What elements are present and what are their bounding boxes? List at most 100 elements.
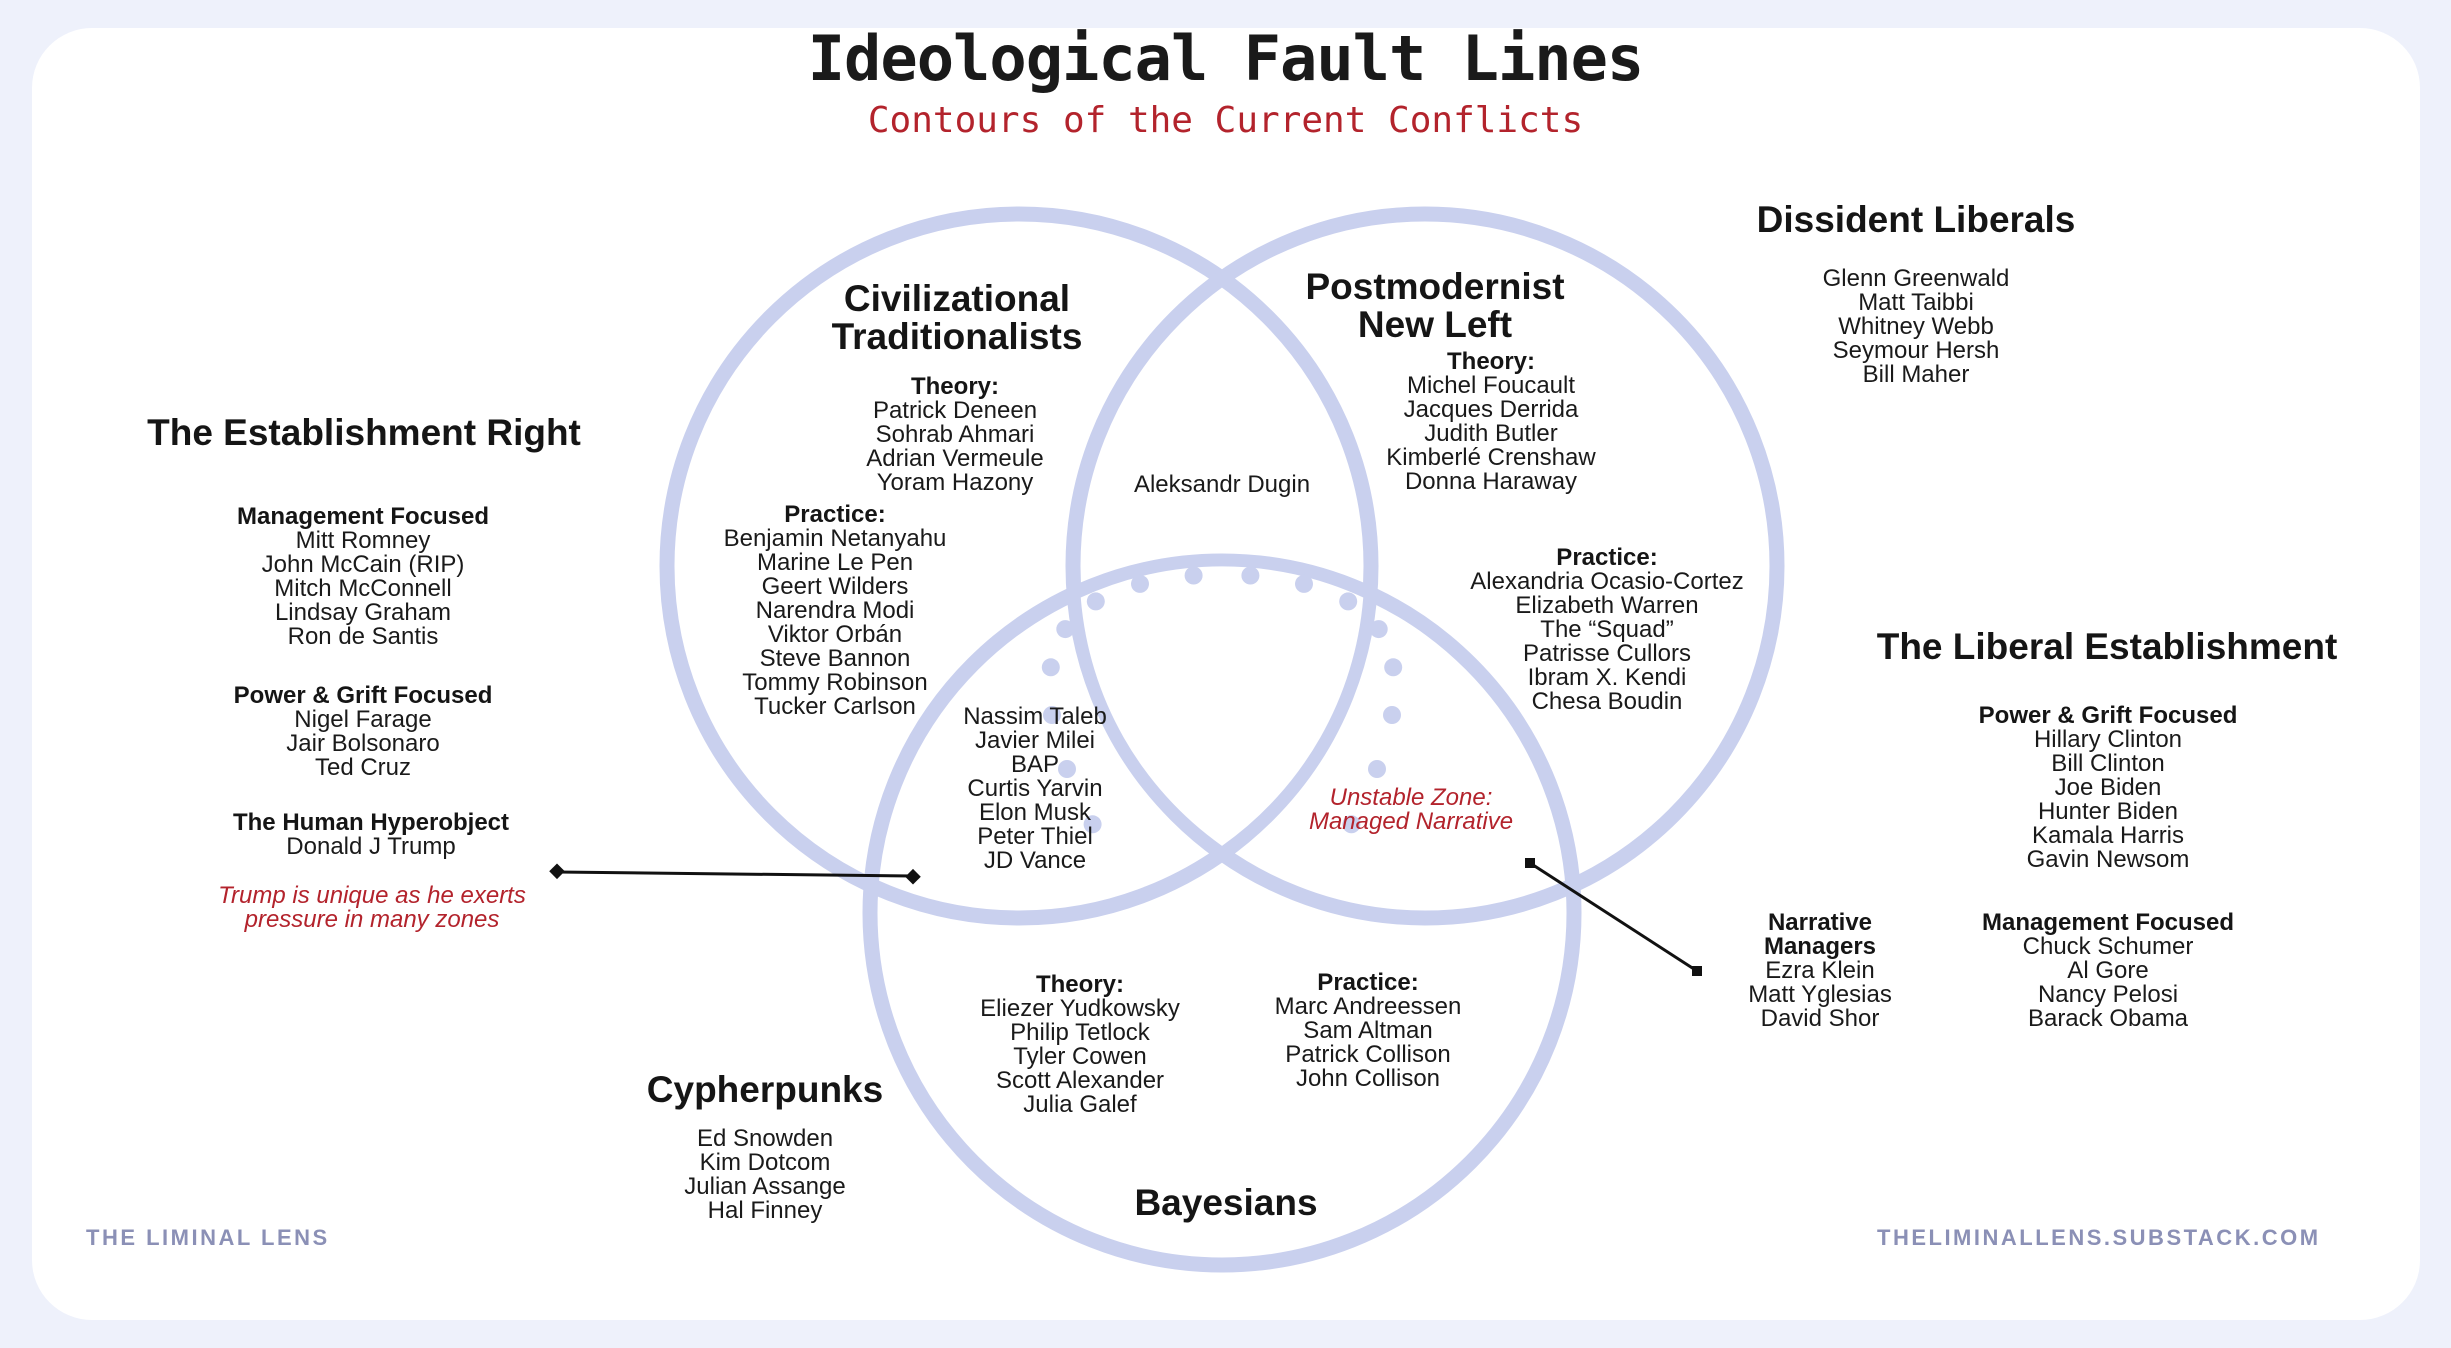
- trad-left-overlap: Aleksandr Dugin: [1134, 473, 1310, 497]
- list-item: John McCain (RIP): [261, 551, 465, 578]
- connector-trump: [549, 863, 921, 885]
- list-item: Kim Dotcom: [699, 1149, 831, 1176]
- list-item: Viktor Orbán: [767, 621, 903, 648]
- dissident-liberals-title: Dissident Liberals: [1756, 199, 2076, 240]
- list-item: Peter Thiel: [977, 823, 1093, 850]
- practice-label: Practice:: [1317, 969, 1419, 996]
- dot-mark: [1131, 574, 1149, 593]
- dot-mark: [1058, 760, 1076, 778]
- list-item: Jacques Derrida: [1403, 396, 1579, 423]
- list-item: Seymour Hersh: [1832, 337, 2000, 364]
- list-item: Jair Bolsonaro: [286, 730, 440, 757]
- list-item: Javier Milei: [974, 727, 1096, 754]
- civ-trad-theory: Theory: Patrick Deneen Sohrab Ahmari Adr…: [866, 375, 1043, 495]
- list-item: Michel Foucault: [1406, 372, 1576, 399]
- list-item: Marine Le Pen: [756, 549, 914, 576]
- list-item: Barack Obama: [2027, 1005, 2189, 1032]
- list-item: BAP: [1010, 751, 1060, 778]
- list-item: Bill Maher: [1862, 361, 1970, 388]
- list-item: Eliezer Yudkowsky: [980, 995, 1180, 1022]
- circle-bayesians: [862, 553, 1582, 1273]
- dot-mark: [1083, 815, 1102, 834]
- list-item: Tommy Robinson: [742, 669, 928, 696]
- list-item: Steve Bannon: [759, 645, 911, 672]
- civ-trad-practice: Practice: Benjamin Netanyahu Marine Le P…: [724, 503, 947, 719]
- dot-mark: [1339, 592, 1358, 611]
- list-item: Lindsay Graham: [274, 599, 452, 626]
- dot-mark: [1086, 592, 1105, 611]
- footer-brand: THE LIMINAL LENS: [86, 1225, 330, 1250]
- circle-postmodernist-new-left: [1065, 206, 1785, 926]
- list-item: Mitt Romney: [295, 527, 431, 554]
- pomo-title-line2: New Left: [1357, 304, 1513, 345]
- practice-label: Practice:: [1556, 544, 1658, 571]
- list-item: Yoram Hazony: [876, 469, 1034, 496]
- list-item: Judith Butler: [1424, 420, 1558, 447]
- theory-label: Theory:: [1035, 971, 1124, 998]
- dot-mark: [1295, 574, 1313, 593]
- establishment-right-grift: Power & Grift Focused Nigel Farage Jair …: [233, 682, 493, 781]
- cypherpunks-list: Ed Snowden Kim Dotcom Julian Assange Hal…: [684, 1127, 845, 1223]
- establishment-right-hyperobject: The Human Hyperobject Donald J Trump: [232, 809, 510, 860]
- list-item: Marc Andreessen: [1274, 993, 1462, 1020]
- list-item: Ibram X. Kendi: [1527, 664, 1687, 691]
- list-item: Nigel Farage: [294, 706, 432, 733]
- list-item: Tyler Cowen: [1013, 1043, 1147, 1070]
- list-item: Hal Finney: [707, 1197, 823, 1224]
- dot-mark: [1056, 620, 1075, 639]
- dissident-liberals-list: Glenn Greenwald Matt Taibbi Whitney Webb…: [1823, 267, 2010, 387]
- list-item: Ed Snowden: [696, 1125, 834, 1152]
- list-item: Donna Haraway: [1404, 468, 1578, 495]
- trump-note: Trump is unique as he exerts pressure in…: [218, 882, 526, 933]
- cypherpunks-title: Cypherpunks: [646, 1069, 884, 1110]
- pomo-practice: Practice: Alexandria Ocasio-Cortez Eliza…: [1470, 546, 1743, 714]
- list-item: Kamala Harris: [2031, 822, 2185, 849]
- liberal-establishment-management: Management Focused Chuck Schumer Al Gore…: [1981, 909, 2235, 1032]
- list-item: Julian Assange: [684, 1173, 846, 1200]
- list-item: Matt Yglesias: [1748, 981, 1892, 1008]
- list-item: Hunter Biden: [2037, 798, 2179, 825]
- list-item: Elizabeth Warren: [1515, 592, 1699, 619]
- civ-trad-title-line1: Civilizational: [843, 278, 1071, 319]
- theory-label: Theory:: [910, 373, 999, 400]
- list-item: Gavin Newsom: [2026, 846, 2190, 873]
- unstable-zone-dotted-outline: [1041, 566, 1403, 834]
- establishment-right-management: Management Focused Mitt Romney John McCa…: [236, 503, 490, 650]
- list-item: Alexandria Ocasio-Cortez: [1470, 568, 1744, 595]
- list-item: Donald J Trump: [286, 833, 456, 860]
- list-item: Joe Biden: [2054, 774, 2162, 801]
- establishment-right-title: The Establishment Right: [147, 412, 581, 453]
- list-item: David Shor: [1760, 1005, 1880, 1032]
- list-item: Scott Alexander: [995, 1067, 1165, 1094]
- list-item: Tucker Carlson: [754, 693, 916, 720]
- list-item: Al Gore: [2067, 957, 2149, 984]
- bayes-theory: Theory: Eliezer Yudkowsky Philip Tetlock…: [980, 973, 1180, 1117]
- list-item: Chesa Boudin: [1531, 688, 1683, 715]
- connector-narrative-managers: [1525, 858, 1702, 976]
- list-item: Mitch McConnell: [274, 575, 452, 602]
- practice-label: Practice:: [784, 501, 886, 528]
- list-item: Glenn Greenwald: [1822, 265, 2010, 292]
- list-item: Julia Galef: [1023, 1091, 1137, 1118]
- theory-label: Theory:: [1446, 348, 1536, 375]
- dot-mark: [1384, 658, 1403, 677]
- civ-trad-section: Civilizational Traditionalists: [832, 280, 1083, 356]
- list-item: Matt Taibbi: [1858, 289, 1974, 316]
- dot-mark: [1184, 566, 1203, 585]
- list-item: Sohrab Ahmari: [875, 421, 1035, 448]
- footer-url[interactable]: THELIMINALLENS.SUBSTACK.COM: [1877, 1225, 2321, 1250]
- liberal-establishment-grift: Power & Grift Focused Hillary Clinton Bi…: [1978, 702, 2238, 873]
- list-item: Sam Altman: [1303, 1017, 1433, 1044]
- list-item: Adrian Vermeule: [866, 445, 1044, 472]
- list-item: JD Vance: [983, 847, 1087, 874]
- list-item: Philip Tetlock: [1010, 1019, 1150, 1046]
- list-item: The “Squad”: [1540, 616, 1674, 643]
- page-subtitle: Contours of the Current Conflicts: [867, 100, 1584, 141]
- pomo-section: Postmodernist New Left: [1305, 268, 1564, 344]
- list-item: Nancy Pelosi: [2037, 981, 2179, 1008]
- dot-mark: [1369, 620, 1388, 639]
- list-item: Bill Clinton: [2051, 750, 2165, 777]
- trad-bayes-overlap: Nassim Taleb Javier Milei BAP Curtis Yar…: [963, 705, 1107, 873]
- pomo-theory: Theory: Michel Foucault Jacques Derrida …: [1386, 350, 1595, 494]
